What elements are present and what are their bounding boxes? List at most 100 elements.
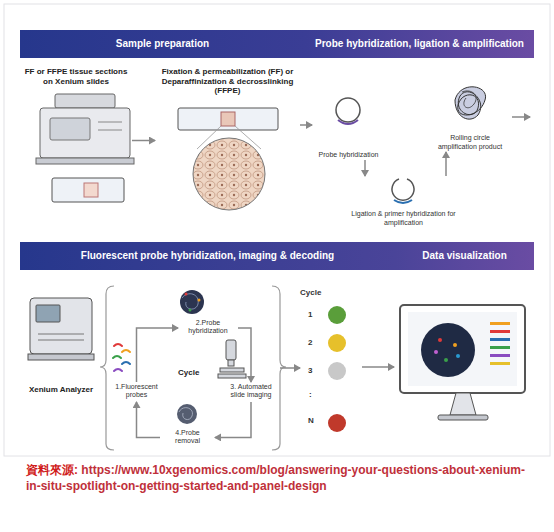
- step-box: Probe hybridization: [312, 90, 385, 160]
- decoding-spots-part: [328, 306, 346, 324]
- flow-arrow: [300, 124, 312, 126]
- rolling-circle-product-part: [455, 87, 486, 119]
- tissue-instrument-part: [98, 122, 122, 123]
- hybridized-product-icon-part: [180, 290, 204, 314]
- microscope-icon: [218, 340, 246, 378]
- instrument-box: Xenium Analyzer: [22, 286, 100, 396]
- node-text: Probe hybridization, ligation & amplific…: [315, 38, 524, 50]
- node-text: Data visualization: [422, 250, 506, 262]
- flow-arrow: [238, 328, 251, 382]
- text-label: N: [308, 416, 314, 426]
- monitor-part: [490, 362, 510, 365]
- probe-circle: [336, 98, 360, 124]
- flow-arrow: [512, 116, 530, 118]
- section-band: Data visualization: [395, 242, 534, 270]
- slide-with-tissue-part: [178, 108, 278, 130]
- tissue-instrument-part: [55, 94, 115, 108]
- monitor-part: [490, 354, 510, 357]
- flow-arrow: [445, 152, 447, 176]
- monitor-part: [453, 343, 457, 347]
- xenium-analyzer: [28, 298, 94, 360]
- monitor-part: [490, 330, 510, 333]
- monitor-part: [490, 346, 510, 349]
- cycle-step: 4.Probe removal: [160, 428, 215, 447]
- monitor-part: [438, 415, 488, 420]
- flow-arrow: [362, 366, 394, 368]
- node-text: 4.Probe removal: [162, 429, 213, 446]
- source-label: 資料來源:: [26, 463, 78, 477]
- monitor-part: [408, 312, 517, 386]
- source-note: 資料來源: https://www.10xgenomics.com/blog/a…: [26, 462, 526, 494]
- text-label: 3: [308, 366, 312, 376]
- cycle-bracket: [100, 286, 286, 450]
- text-label: :: [309, 390, 312, 400]
- rolling-circle-product: [455, 87, 486, 119]
- node-text: Fixation & permeabilization (FF) or Depa…: [157, 67, 298, 96]
- hybridized-product-icon: [180, 290, 204, 314]
- node-text: Sample preparation: [116, 38, 209, 50]
- monitor-part: [438, 338, 442, 342]
- fluorescent-probes-icon-part: [122, 362, 130, 364]
- tissue-instrument-part: [40, 108, 130, 158]
- flow-arrow: [364, 160, 366, 176]
- text-label: 2: [308, 338, 312, 348]
- tissue-instrument-part: [36, 158, 134, 164]
- section-band: Fluorescent probe hybridization, imaging…: [20, 242, 395, 270]
- flow-arrow: [280, 367, 300, 369]
- microscope-icon-part: [226, 340, 236, 360]
- flow-arrow: [137, 328, 179, 382]
- slide-with-tissue-part: [221, 112, 235, 126]
- flow-arrow: [215, 402, 251, 437]
- section-band: Sample preparation: [20, 30, 305, 58]
- step-box: Ligation & primer hybridization for ampl…: [345, 176, 462, 228]
- probe-removal-icon-part: [177, 404, 197, 424]
- monitor-part: [400, 305, 525, 393]
- decoding-spots-part: [328, 362, 346, 380]
- section-band: Probe hybridization, ligation & amplific…: [305, 30, 534, 58]
- decoding-spots-part: [328, 414, 346, 432]
- probe-circle-part: [336, 98, 360, 122]
- node-text: FF or FFPE tissue sections on Xenium sli…: [22, 67, 130, 86]
- slide-with-tissue: [178, 108, 278, 210]
- tissue-instrument-part: [50, 118, 90, 140]
- slide-with-tissue-part: [193, 138, 265, 210]
- fluorescent-probes-icon-part: [114, 344, 122, 346]
- stage-box: FF or FFPE tissue sections on Xenium sli…: [20, 66, 132, 215]
- frame: [4, 4, 550, 456]
- ligation-circle-part: [392, 179, 414, 200]
- fluorescent-probes-icon: [113, 344, 130, 371]
- xenium-slide-part: [84, 183, 98, 197]
- monitor-part: [444, 358, 448, 362]
- probe-removal-icon-part: [179, 408, 192, 420]
- hybridized-product-icon-part: [189, 309, 192, 312]
- tissue-instrument-part: [98, 130, 122, 131]
- cycle-step: 3. Automated slide imaging: [226, 382, 276, 402]
- hybridized-product-icon-part: [185, 293, 188, 296]
- hybridized-product-icon-part: [182, 294, 198, 309]
- xenium-analyzer-part: [38, 340, 84, 341]
- rolling-circle-product-part: [462, 91, 476, 108]
- node-text: Fluorescent probe hybridization, imaging…: [81, 250, 334, 262]
- probe-removal-icon: [177, 404, 197, 424]
- monitor-part: [490, 338, 510, 341]
- text-label: 1: [308, 310, 312, 320]
- xenium-slide-part: [52, 178, 124, 202]
- monitor-part: [421, 323, 475, 377]
- flow-arrow: [132, 140, 155, 142]
- probe-circle-part: [338, 120, 358, 124]
- node-text: Ligation & primer hybridization for ampl…: [347, 210, 460, 227]
- flow-arrow: [137, 402, 161, 437]
- microscope-icon-part: [220, 368, 244, 372]
- step-box: Rolling circle amplification product: [430, 82, 510, 152]
- xenium-analyzer-part: [28, 354, 94, 360]
- text-label: Cycle: [178, 368, 199, 378]
- hybridized-product-icon-part: [198, 299, 201, 302]
- decoding-column: Cycle123:N: [300, 286, 355, 450]
- decoding-spots-part: [328, 334, 346, 352]
- cycle-step: 2.Probe hybridization: [178, 318, 238, 338]
- monitor-part: [434, 350, 438, 354]
- node-text: 3. Automated slide imaging: [228, 383, 274, 400]
- cycle-bracket-part: [100, 286, 114, 450]
- node-text: Xenium Analyzer: [29, 385, 93, 395]
- xenium-analyzer-part: [38, 334, 84, 335]
